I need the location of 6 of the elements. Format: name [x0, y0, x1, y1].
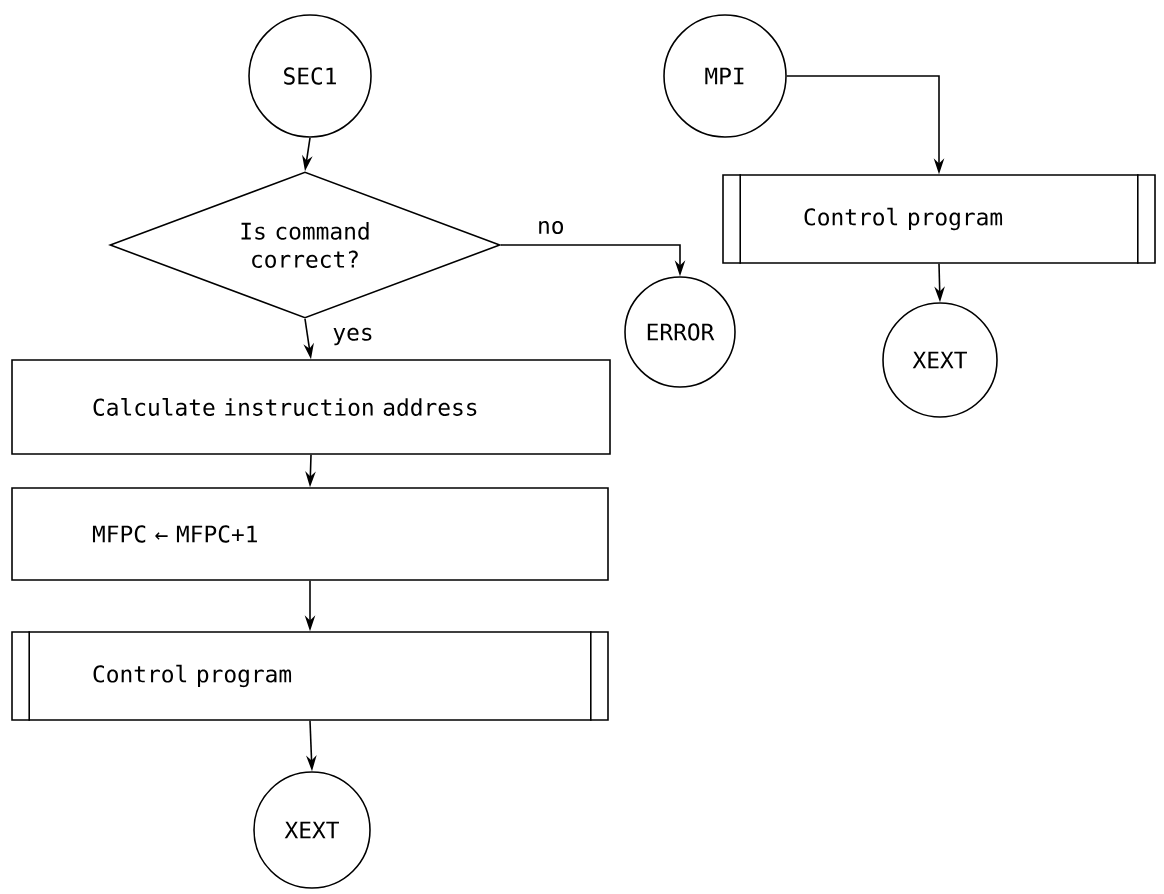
process-box: MFPC ← MFPC+1: [11, 487, 609, 581]
process-box: Calculate instruction address: [11, 359, 611, 455]
edge-label: yes: [333, 327, 372, 346]
edge-label: no: [539, 220, 564, 235]
subprocess-box: Control program: [11, 630, 609, 722]
subprocess-box: Control program: [722, 173, 1156, 265]
